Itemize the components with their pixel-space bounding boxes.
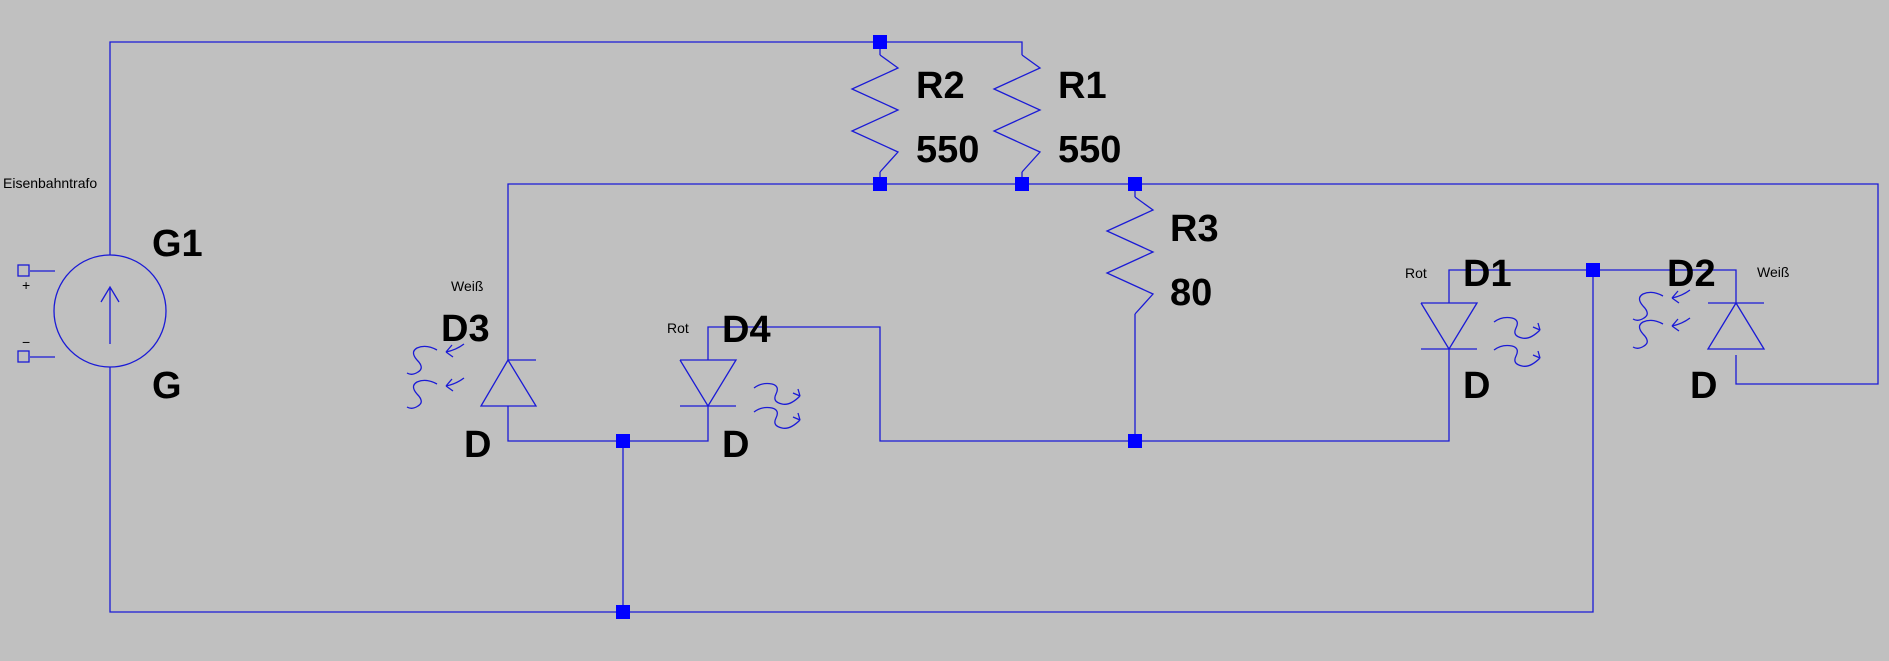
diode-label: Weiß bbox=[1757, 264, 1789, 280]
junction-node[interactable] bbox=[616, 605, 630, 619]
diode-label: Rot bbox=[1405, 265, 1427, 281]
diode-ref: D2 bbox=[1667, 253, 1716, 295]
wire-d4-top[interactable] bbox=[707, 326, 1450, 442]
light-emission-icon bbox=[1632, 289, 1691, 321]
light-emission-icon bbox=[1493, 316, 1541, 339]
source-terminal-leads bbox=[30, 270, 55, 358]
junction-node[interactable] bbox=[1128, 177, 1142, 191]
source-minus-terminal[interactable] bbox=[17, 350, 30, 363]
led-d3[interactable]: Weiß D3 D bbox=[406, 278, 538, 466]
source-label: Eisenbahntrafo bbox=[3, 175, 97, 191]
source-circle bbox=[53, 254, 167, 368]
resistor-ref: R3 bbox=[1170, 208, 1219, 250]
resistor-r1[interactable]: R1 550 bbox=[992, 54, 1121, 173]
led-d1[interactable]: Rot D1 D bbox=[1405, 253, 1541, 407]
junctions bbox=[616, 35, 1600, 619]
light-emission-icon-2 bbox=[1493, 344, 1541, 367]
junction-node[interactable] bbox=[1586, 263, 1600, 277]
source-value: G bbox=[152, 365, 182, 407]
diode-ref: D3 bbox=[441, 308, 490, 350]
source-arrow-icon bbox=[100, 285, 120, 344]
diode-value: D bbox=[464, 424, 491, 466]
source-minus-sign: − bbox=[22, 334, 30, 350]
resistor-ref: R2 bbox=[916, 65, 965, 107]
wires bbox=[109, 41, 1879, 613]
diode-ref: D1 bbox=[1463, 253, 1512, 295]
source-plus-sign: + bbox=[22, 277, 30, 293]
light-emission-icon bbox=[753, 382, 801, 405]
resistor-value: 80 bbox=[1170, 272, 1212, 314]
source-ref: G1 bbox=[152, 223, 203, 265]
light-emission-icon-2 bbox=[1632, 317, 1691, 349]
wire-middle-rail[interactable] bbox=[507, 183, 1879, 385]
resistor-value: 550 bbox=[1058, 129, 1121, 171]
resistor-value: 550 bbox=[916, 129, 979, 171]
diode-symbol bbox=[1420, 302, 1479, 351]
diode-symbol bbox=[479, 359, 538, 407]
wire-top-rail[interactable] bbox=[109, 41, 1023, 255]
resistor-zigzag bbox=[992, 54, 1042, 173]
source-plus-terminal[interactable] bbox=[17, 264, 30, 277]
junction-node[interactable] bbox=[1015, 177, 1029, 191]
junction-node[interactable] bbox=[873, 35, 887, 49]
resistor-ref: R1 bbox=[1058, 65, 1107, 107]
junction-node[interactable] bbox=[1128, 434, 1142, 448]
diode-symbol bbox=[1706, 302, 1766, 350]
wire-d3-bottom[interactable] bbox=[507, 406, 709, 442]
resistor-zigzag bbox=[850, 54, 900, 173]
diode-ref: D4 bbox=[722, 309, 771, 351]
diode-value: D bbox=[1690, 365, 1717, 407]
junction-node[interactable] bbox=[873, 177, 887, 191]
wire-bottom-rail[interactable] bbox=[109, 270, 1594, 613]
diode-value: D bbox=[722, 424, 749, 466]
voltage-source-g1[interactable]: + − Eisenbahntrafo G1 G bbox=[3, 175, 203, 407]
junction-node[interactable] bbox=[616, 434, 630, 448]
led-d2[interactable]: Weiß D2 D bbox=[1632, 253, 1789, 407]
resistor-zigzag bbox=[1105, 196, 1155, 315]
led-d4[interactable]: Rot D4 D bbox=[667, 309, 801, 466]
light-emission-icon-2 bbox=[406, 377, 465, 409]
diode-label: Rot bbox=[667, 320, 689, 336]
light-emission-icon-2 bbox=[753, 406, 801, 429]
diode-value: D bbox=[1463, 365, 1490, 407]
light-emission-icon bbox=[406, 343, 465, 375]
resistor-r3[interactable]: R3 80 bbox=[1105, 196, 1219, 315]
diode-symbol bbox=[679, 359, 738, 408]
resistor-r2[interactable]: R2 550 bbox=[850, 54, 979, 173]
diode-label: Weiß bbox=[451, 278, 483, 294]
